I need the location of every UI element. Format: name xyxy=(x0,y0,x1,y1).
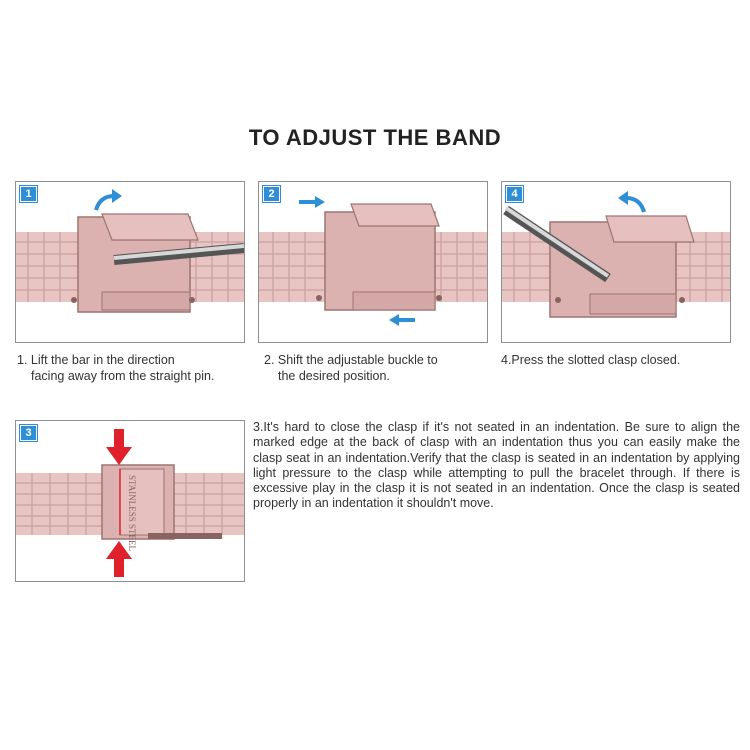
step-number-badge: 3 xyxy=(20,425,37,441)
clasp xyxy=(71,213,199,313)
arrow-down-icon xyxy=(106,429,132,465)
step-2-illustration xyxy=(259,196,487,326)
step-number-badge: 2 xyxy=(263,186,280,202)
step-3-illustration xyxy=(16,429,244,577)
arrow-right-icon xyxy=(299,196,325,208)
curved-arrow-icon xyxy=(618,191,646,213)
step-number-badge: 1 xyxy=(20,186,37,202)
step-4-panel: 4 xyxy=(501,181,731,343)
clasp xyxy=(101,464,222,540)
stainless-steel-stamp: STAINLESS STEEL xyxy=(127,475,137,552)
clasp xyxy=(316,203,442,311)
step-3-instructions: 3.It's hard to close the clasp if it's n… xyxy=(253,420,740,511)
arrow-up-icon xyxy=(106,541,132,577)
step-2-panel: 2 xyxy=(258,181,488,343)
clasp xyxy=(549,215,695,318)
step-2-caption: 2. Shift the adjustable buckle to the de… xyxy=(264,353,438,383)
screwdriver-icon xyxy=(503,205,611,283)
step-3-panel: STAINLESS STEEL 3 xyxy=(15,420,245,582)
step-4-caption: 4.Press the slotted clasp closed. xyxy=(501,353,681,367)
step-1-illustration xyxy=(16,189,244,313)
curved-arrow-icon xyxy=(94,189,122,211)
screwdriver-icon xyxy=(113,243,244,265)
arrow-left-icon xyxy=(389,314,415,326)
step-4-illustration xyxy=(502,191,730,318)
step-1-panel: 1 xyxy=(15,181,245,343)
step-number-badge: 4 xyxy=(506,186,523,202)
step-1-caption: 1. Lift the bar in the direction facing … xyxy=(17,353,215,383)
page-title: TO ADJUST THE BAND xyxy=(248,125,502,150)
